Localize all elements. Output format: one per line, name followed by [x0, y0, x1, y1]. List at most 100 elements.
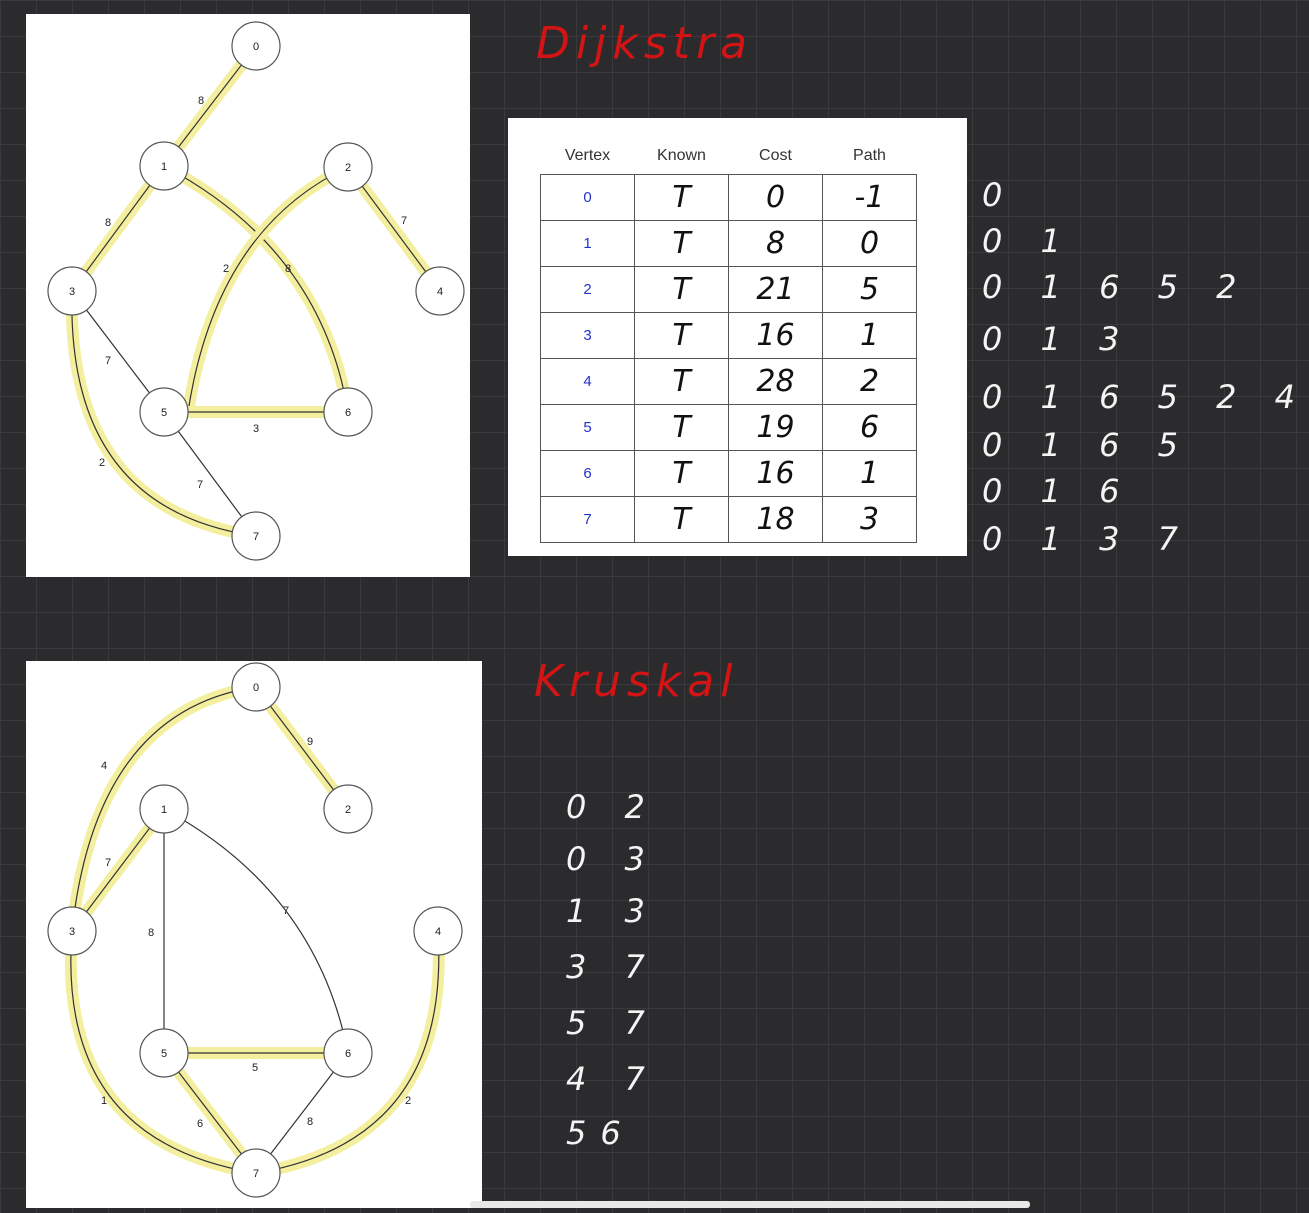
edge-2-5: [182, 161, 354, 418]
path-cell: 2: [822, 358, 917, 405]
graph-node-0: 0: [231, 662, 281, 712]
svg-text:6: 6: [345, 1048, 351, 1060]
weight-3-7: 2: [99, 457, 105, 469]
path-line-6: 0 1 6: [982, 472, 1134, 510]
weight-4-7: 2: [405, 1095, 411, 1107]
column-header-vertex: Vertex: [564, 147, 611, 164]
known-cell: T: [634, 496, 729, 543]
bottom-scroll-strip[interactable]: [470, 1201, 1030, 1208]
vertex-cell: 4: [540, 358, 635, 405]
svg-text:2: 2: [345, 162, 351, 174]
weight-0-3: 4: [101, 760, 107, 772]
vertex-cell: 0: [540, 174, 635, 221]
dijkstra-title: Dijkstra: [536, 18, 754, 69]
table-row: 7 T 18 3: [540, 496, 917, 543]
dijkstra-table-card: Vertex Known Cost Path 0 T 0 -1 1 T 8 0 …: [508, 118, 967, 556]
path-cell: 6: [822, 404, 917, 451]
edge-1-6: [163, 808, 349, 1054]
svg-text:3: 3: [69, 286, 75, 298]
weight-1-3: 7: [105, 857, 111, 869]
svg-text:5: 5: [161, 407, 167, 419]
svg-text:7: 7: [253, 1168, 259, 1180]
svg-text:6: 6: [345, 407, 351, 419]
edge-1-6: [158, 160, 354, 418]
edge-line-0: 0 2: [566, 788, 659, 826]
edge-line-3: 3 7: [566, 948, 659, 986]
dijkstra-table: Vertex Known Cost Path 0 T 0 -1 1 T 8 0 …: [540, 138, 917, 543]
weight-2-5: 2: [223, 263, 229, 275]
table-row: 5 T 19 6: [540, 404, 917, 451]
weight-3-5: 7: [105, 355, 111, 367]
vertex-cell: 1: [540, 220, 635, 267]
weight-0-2: 9: [307, 736, 313, 748]
weight-5-7: 6: [197, 1118, 203, 1130]
cost-cell: 18: [728, 496, 823, 543]
svg-text:7: 7: [253, 531, 259, 543]
path-cell: 0: [822, 220, 917, 267]
kruskal-title: Kruskal: [534, 656, 739, 707]
cost-cell: 19: [728, 404, 823, 451]
known-cell: T: [634, 404, 729, 451]
graph-node-4: 4: [415, 266, 465, 316]
edge-6-7: [255, 1052, 349, 1174]
weight-1-3: 8: [105, 217, 111, 229]
path-line-7: 0 1 3 7: [982, 520, 1192, 558]
path-cell: 3: [822, 496, 917, 543]
edge-5-7: [163, 411, 257, 537]
svg-text:3: 3: [69, 926, 75, 938]
known-cell: T: [634, 174, 729, 221]
table-row: 3 T 16 1: [540, 312, 917, 359]
known-cell: T: [634, 312, 729, 359]
weight-1-5: 8: [148, 927, 154, 939]
edge-5-7: [158, 1047, 262, 1179]
edge-2-4: [342, 161, 446, 297]
svg-text:1: 1: [161, 804, 167, 816]
column-header-cost: Cost: [759, 147, 792, 164]
known-cell: T: [634, 266, 729, 313]
edge-3-5: [71, 290, 165, 413]
graph-node-5: 5: [139, 1028, 189, 1078]
cost-cell: 21: [728, 266, 823, 313]
edge-line-5: 4 7: [566, 1060, 659, 1098]
graph-node-4: 4: [413, 906, 463, 956]
graph-node-1: 1: [139, 141, 189, 191]
graph-node-2: 2: [323, 784, 373, 834]
weight-1-6: 7: [283, 905, 289, 917]
known-cell: T: [634, 220, 729, 267]
edge-line-4: 5 7: [566, 1004, 659, 1042]
known-cell: T: [634, 358, 729, 405]
table-row: 6 T 16 1: [540, 450, 917, 497]
svg-text:4: 4: [437, 286, 443, 298]
vertex-cell: 5: [540, 404, 635, 451]
cost-cell: 8: [728, 220, 823, 267]
vertex-cell: 3: [540, 312, 635, 359]
dijkstra-graph: 8 8 8 2 7 7 2 3 7 0 1 2 3 4 5 6 7: [47, 21, 465, 561]
edge-0-3: [66, 681, 262, 937]
path-line-4: 0 1 6 5 2 4: [982, 378, 1309, 416]
cost-cell: 28: [728, 358, 823, 405]
cost-cell: 0: [728, 174, 823, 221]
edge-line-1: 0 3: [566, 840, 659, 878]
path-line-3: 0 1 3: [982, 320, 1134, 358]
path-line-5: 0 1 6 5: [982, 426, 1192, 464]
kruskal-graph-panel: 9 4 7 8 7 1 5 6 8 2 0 1 2 3 4 5 6 7: [26, 661, 482, 1208]
table-row: 0 T 0 -1: [540, 174, 917, 221]
path-line-1: 0 1: [982, 222, 1075, 260]
kruskal-graph: 9 4 7 8 7 1 5 6 8 2 0 1 2 3 4 5 6 7: [47, 662, 463, 1198]
weight-6-7: 8: [307, 1116, 313, 1128]
weight-1-6: 8: [285, 263, 291, 275]
graph-node-0: 0: [231, 21, 281, 71]
table-row: 1 T 8 0: [540, 220, 917, 267]
path-line-2: 0 1 6 5 2: [982, 268, 1251, 306]
svg-text:5: 5: [161, 1048, 167, 1060]
graph-node-3: 3: [47, 906, 97, 956]
vertex-cell: 6: [540, 450, 635, 497]
dijkstra-graph-panel: 8 8 8 2 7 7 2 3 7 0 1 2 3 4 5 6 7: [26, 14, 470, 577]
weight-0-1: 8: [198, 95, 204, 107]
cost-cell: 16: [728, 450, 823, 497]
column-header-path: Path: [853, 147, 886, 164]
svg-text:4: 4: [435, 926, 441, 938]
svg-text:0: 0: [253, 41, 259, 53]
known-cell: T: [634, 450, 729, 497]
svg-text:0: 0: [253, 682, 259, 694]
